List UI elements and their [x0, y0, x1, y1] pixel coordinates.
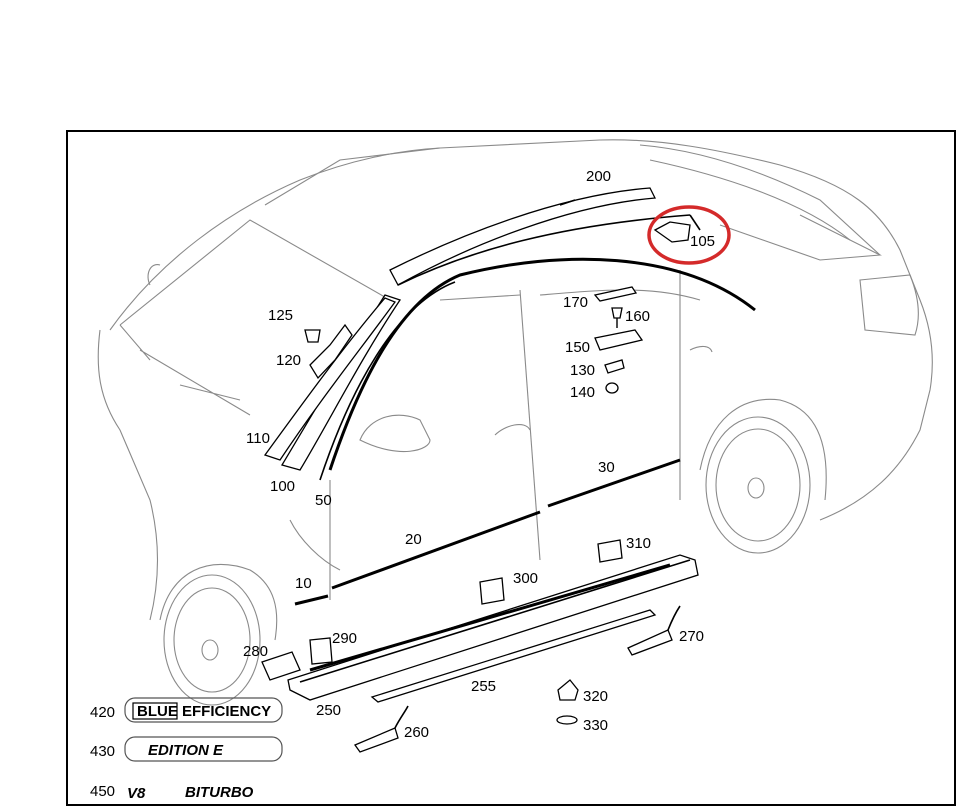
callout-310: 310	[626, 535, 651, 552]
callout-labels: 200 105 170 160 150 130 140 125 120 110 …	[90, 168, 715, 800]
callout-100: 100	[270, 478, 295, 495]
callout-120: 120	[276, 352, 301, 369]
callout-450: 450	[90, 783, 115, 800]
badge-edition-e: EDITION E	[124, 736, 283, 762]
callout-250: 250	[316, 702, 341, 719]
part-270-cover	[627, 605, 681, 656]
badge-450-text-b: BITURBO	[185, 784, 254, 801]
part-30-molding	[547, 458, 681, 508]
part-130-bracket	[604, 359, 625, 374]
part-250-rocker-panel	[287, 554, 699, 701]
callout-10: 10	[295, 575, 312, 592]
callout-430: 430	[90, 743, 115, 760]
callout-420: 420	[90, 704, 115, 721]
part-105-clip	[397, 214, 701, 286]
callout-320: 320	[583, 688, 608, 705]
callout-105: 105	[690, 233, 715, 250]
callout-255: 255	[471, 678, 496, 695]
callout-130: 130	[570, 362, 595, 379]
part-160-screw	[611, 307, 623, 328]
badge-420-text-a: BLUE	[137, 703, 178, 720]
part-255-sill-strip	[370, 609, 657, 703]
callout-30: 30	[598, 459, 615, 476]
part-310-clip	[597, 539, 623, 563]
part-260-cover	[354, 705, 409, 753]
callout-50: 50	[315, 492, 332, 509]
part-290-bracket	[309, 637, 333, 665]
part-200-roof-rail	[389, 187, 657, 286]
part-20-molding	[331, 510, 541, 590]
callout-160: 160	[625, 308, 650, 325]
diagram-frame	[66, 130, 956, 806]
callout-170: 170	[563, 294, 588, 311]
car-outline	[97, 139, 933, 706]
part-140-grommet	[605, 382, 619, 394]
badge-blue-efficiency: BLUE EFFICIENCY	[124, 697, 283, 723]
callout-300: 300	[513, 570, 538, 587]
part-125-clip	[304, 329, 321, 343]
callout-140: 140	[570, 384, 595, 401]
callout-290: 290	[332, 630, 357, 647]
callout-330: 330	[583, 717, 608, 734]
part-150-handle	[594, 329, 644, 351]
badge-450-text-a: V8	[127, 785, 146, 802]
part-320-fastener	[557, 679, 579, 701]
callout-200: 200	[586, 168, 611, 185]
callout-110: 110	[246, 430, 270, 447]
part-120-bracket	[309, 323, 353, 380]
badge-430-text: EDITION E	[148, 742, 224, 759]
part-10-molding	[294, 594, 329, 606]
callout-270: 270	[679, 628, 704, 645]
part-170-handle-trim	[593, 286, 638, 302]
part-50-door-frame-trim	[319, 257, 756, 481]
part-110-a-pillar-cover	[263, 297, 397, 461]
callout-125: 125	[268, 307, 293, 324]
badge-420-text-b: EFFICIENCY	[182, 703, 271, 720]
part-100-a-pillar-trim	[281, 294, 402, 471]
badge-v8-biturbo: V8 BITURBO	[127, 784, 254, 802]
callout-280: 280	[243, 643, 268, 660]
callout-260: 260	[404, 724, 429, 741]
callout-20: 20	[405, 531, 422, 548]
part-280-bracket	[261, 651, 301, 681]
part-300-bracket	[479, 577, 505, 605]
part-330-washer	[556, 715, 578, 725]
highlight-circle	[647, 205, 731, 265]
callout-150: 150	[565, 339, 590, 356]
